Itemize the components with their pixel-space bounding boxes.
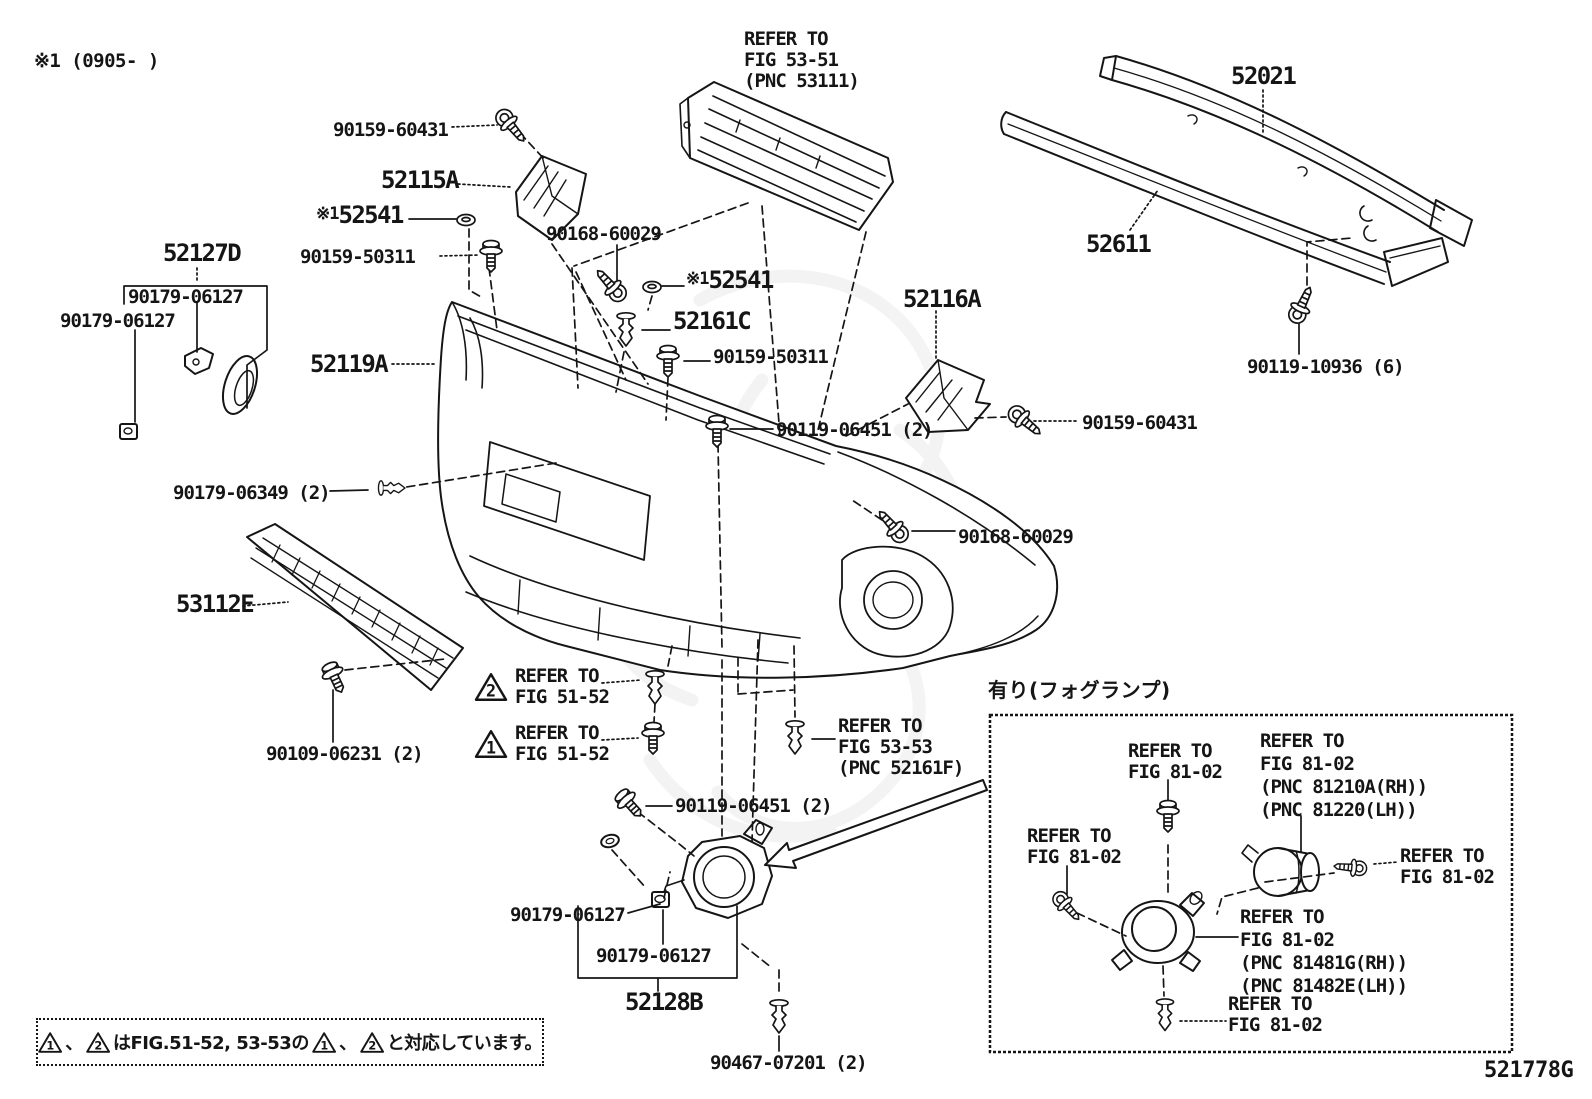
lower-grille-art (246, 523, 464, 691)
label-52116A: 52116A (903, 285, 982, 313)
triangle-number: 2 (94, 1039, 101, 1052)
label-90119-06451: 90119-06451 (2) (675, 795, 833, 817)
bracket-52115A-art (515, 155, 587, 241)
screw-icon (1283, 282, 1320, 328)
grommet-icon (642, 280, 662, 294)
label-52128B: 52128B (625, 988, 704, 1016)
label-90179-06127: 90179-06127 (60, 310, 176, 332)
bracket-52116A-art (905, 359, 991, 433)
label-90159-50311: 90159-50311 (713, 346, 829, 368)
bolt-icon (656, 344, 680, 378)
label-52611: 52611 (1086, 230, 1152, 258)
label-52115A: 52115A (381, 166, 460, 194)
screw-icon (589, 263, 632, 307)
label-90179-06127: 90179-06127 (510, 904, 626, 926)
refer-fig-51-52-tri2: 2 REFER TO FIG 51-52 (474, 665, 610, 708)
label-52541-a: ※152541 (316, 201, 404, 229)
label-53112E: 53112E (176, 590, 255, 618)
refer-fig-81-02-top: REFER TO FIG 81-02 (1128, 740, 1223, 783)
refer-fig-53-53: REFER TO FIG 53-53 (PNC 52161F) (838, 715, 964, 779)
screw-icon (1332, 856, 1369, 879)
clip-icon (645, 669, 665, 705)
pointer-arrow (764, 779, 988, 869)
retainer-52127D-art (119, 347, 259, 440)
triangle-number: 2 (368, 1039, 375, 1052)
refer-fig-81-02-bracket: REFER TO FIG 81-02 (PNC 81481G(RH)) (PNC… (1240, 906, 1408, 997)
bolt-icon (1156, 799, 1180, 833)
label-52021: 52021 (1231, 62, 1297, 90)
triangle-number: 1 (320, 1039, 328, 1052)
clip-icon (377, 480, 406, 496)
foglamp-bracket-assembly-art (600, 819, 773, 919)
correspondence-note-box: 1 、 2 はFIG.51-52, 53-53の 1 、 2 と対応しています。 (36, 1018, 544, 1066)
group-outlines (123, 285, 738, 992)
document-code: 521778G (1484, 1058, 1574, 1083)
refer-fig-81-02-bottom: REFER TO FIG 81-02 (1228, 993, 1323, 1036)
note-text-end: と対応しています。 (386, 1033, 543, 1054)
warning-triangle-icon: 2 (359, 1031, 384, 1053)
refer-fig-53-51: REFER TO FIG 53-51 (PNC 53111) (744, 28, 860, 92)
label-90109-06231: 90109-06231 (2) (266, 743, 424, 765)
dashed-guides (344, 132, 1353, 997)
label-90179-06349: 90179-06349 (2) (173, 482, 331, 504)
label-90168-60029: 90168-60029 (546, 223, 662, 245)
bolt-icon (479, 239, 503, 273)
part-number: 52541 (708, 266, 774, 294)
leader-lines (134, 89, 1399, 1052)
fogbox-parts-art (1111, 844, 1320, 972)
warning-triangle-icon: 1 (474, 730, 508, 758)
label-52127D: 52127D (163, 239, 242, 267)
reinforcement-beams-art (1000, 55, 1473, 287)
bumper-cover-art (437, 301, 1059, 679)
warning-triangle-icon: 2 (85, 1031, 110, 1053)
refer-fig-51-52-tri1: 1 REFER TO FIG 51-52 (474, 722, 610, 765)
top-asterisk-note: ※1 (0905- ) (34, 50, 159, 72)
label-90119-10936: 90119-10936 (6) (1247, 356, 1405, 378)
triangle-number: 1 (486, 738, 496, 757)
refer-fig-81-02-lamp: REFER TO FIG 81-02 (PNC 81210A(RH)) (PNC… (1260, 730, 1428, 821)
clip-icon (785, 719, 805, 755)
label-90179-06127: 90179-06127 (596, 945, 712, 967)
label-52541-b: ※152541 (686, 266, 774, 294)
label-90159-60431: 90159-60431 (333, 119, 449, 141)
label-90119-06451: 90119-06451 (2) (776, 419, 934, 441)
note-separator: 、 (65, 1033, 83, 1054)
triangle-number: 1 (46, 1039, 54, 1052)
label-90159-60431: 90159-60431 (1082, 412, 1198, 434)
refer-fig-81-02-right: REFER TO FIG 81-02 (1400, 845, 1495, 888)
note-separator: 、 (339, 1033, 357, 1054)
label-90159-50311: 90159-50311 (300, 246, 416, 268)
grommet-icon (456, 213, 476, 227)
note-text-mid: はFIG.51-52, 53-53の (112, 1033, 309, 1054)
fog-option-box-border (988, 713, 1514, 1054)
bolt-icon (317, 658, 353, 698)
warning-triangle-icon: 1 (312, 1031, 336, 1053)
label-90168-60029: 90168-60029 (958, 526, 1074, 548)
warning-triangle-icon: 1 (38, 1031, 63, 1053)
clip-icon (769, 998, 789, 1034)
asterisk-prefix: ※1 (686, 269, 710, 289)
bolt-icon (641, 721, 665, 755)
label-90467-07201: 90467-07201 (2) (710, 1052, 868, 1074)
refer-text: REFER TO FIG 51-52 (515, 665, 610, 708)
clip-icon (1155, 998, 1175, 1032)
label-90179-06127: 90179-06127 (128, 286, 244, 308)
clip-icon (616, 311, 636, 347)
label-52119A: 52119A (310, 350, 389, 378)
triangle-number: 2 (486, 681, 496, 700)
part-number: 52541 (338, 201, 404, 229)
bolt-icon (610, 784, 650, 825)
label-52161C: 52161C (673, 307, 752, 335)
fog-option-title: 有り(フォグランプ) (988, 678, 1171, 702)
screw-icon (490, 104, 533, 149)
refer-fig-81-02-left: REFER TO FIG 81-02 (1027, 825, 1122, 868)
upper-grille-art (679, 81, 894, 231)
refer-text: REFER TO FIG 51-52 (515, 722, 610, 765)
warning-triangle-icon: 2 (474, 673, 508, 701)
asterisk-prefix: ※1 (316, 204, 340, 224)
